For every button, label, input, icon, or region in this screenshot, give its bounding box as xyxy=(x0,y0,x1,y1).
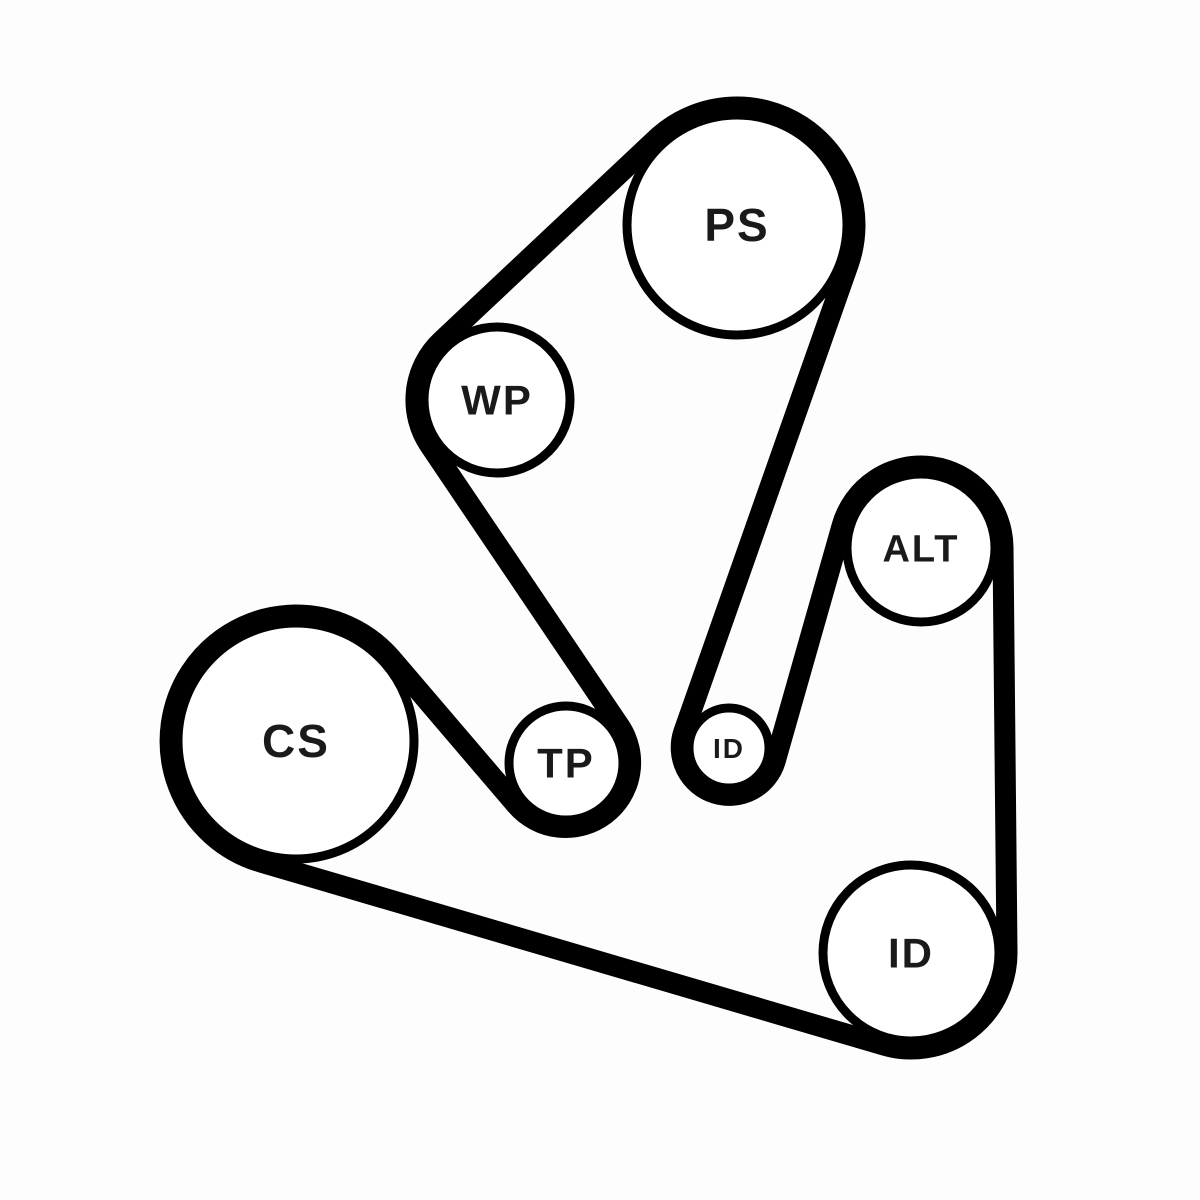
pulley-label: ID xyxy=(888,930,934,977)
pulley-circle xyxy=(622,110,852,340)
pulley-label: ID xyxy=(713,733,745,764)
pulley-label: TP xyxy=(537,740,595,787)
pulley-circle xyxy=(842,469,1000,627)
pulley-cs: CS xyxy=(173,618,419,864)
pulley-circle xyxy=(173,618,419,864)
pulley-circle xyxy=(684,703,774,793)
pulley-layer: PS WP ALT CS TP ID ID xyxy=(173,110,1004,1046)
pulley-circle xyxy=(419,322,575,478)
pulley-label: PS xyxy=(704,199,769,251)
pulley-circle xyxy=(818,860,1004,1046)
pulley-tp: TP xyxy=(504,701,628,825)
pulley-wp: WP xyxy=(419,322,575,478)
pulley-alt: ALT xyxy=(842,469,1000,627)
pulley-label: CS xyxy=(262,715,330,767)
pulley-label: ALT xyxy=(882,528,959,570)
pulley-circle xyxy=(504,701,628,825)
drive-belt xyxy=(159,96,1018,1060)
pulley-label: WP xyxy=(461,377,533,424)
pulley-id-large: ID xyxy=(818,860,1004,1046)
pulley-ps: PS xyxy=(622,110,852,340)
pulley-id-small: ID xyxy=(684,703,774,793)
